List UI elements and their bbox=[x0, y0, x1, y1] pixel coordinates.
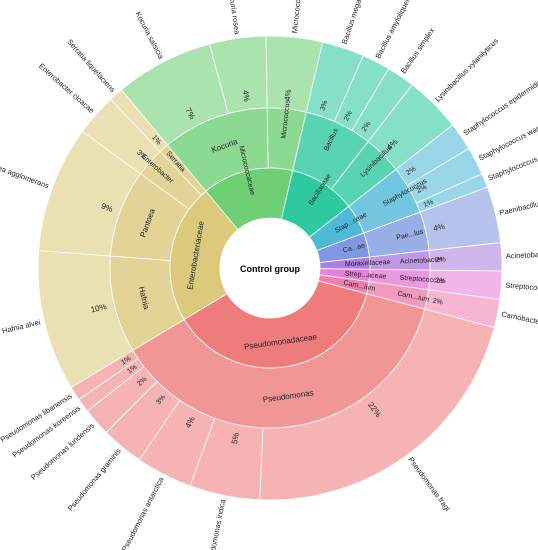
species-pct: 2% bbox=[136, 376, 148, 388]
center-hole bbox=[220, 218, 320, 318]
species-label: Pseudomonas graminis bbox=[66, 446, 123, 512]
species-pct: 9% bbox=[100, 201, 114, 213]
species-pct: 2% bbox=[361, 121, 372, 133]
species-label: Kocuria rosea bbox=[226, 0, 242, 36]
species-label: Acinetobacter baumannii bbox=[505, 248, 538, 261]
family-label: Strep...aceae bbox=[345, 270, 387, 280]
species-label: Bacillus megaterium bbox=[340, 0, 370, 45]
species-label: Lysinibacillus xylanilyticus bbox=[433, 36, 500, 103]
species-label: Pseudomonas antarctica bbox=[120, 475, 166, 550]
species-pct: 2% bbox=[435, 277, 446, 285]
species-pct: 2% bbox=[343, 110, 354, 122]
species-label: Kocuria salsicia bbox=[134, 10, 166, 61]
species-label: Pantoea agglomerans bbox=[0, 157, 50, 191]
genus-label: Streptococcus bbox=[399, 275, 444, 285]
species-label: Staphylococcus warneri bbox=[477, 118, 538, 163]
family-ring bbox=[169, 167, 371, 369]
species-label: Pseudomonas lundensis bbox=[29, 421, 96, 482]
species-pct: 3% bbox=[155, 394, 167, 406]
species-pct: 1% bbox=[126, 364, 138, 376]
species-pct: 1% bbox=[423, 199, 435, 209]
species-pct: 4% bbox=[432, 222, 445, 233]
species-label: Paenibacillus lactis bbox=[498, 194, 538, 217]
species-pct: 2% bbox=[416, 184, 428, 195]
species-label: Pseudomonas fragi bbox=[406, 455, 452, 513]
species-label: Pseudomonas indica bbox=[205, 498, 228, 550]
species-label: Serratia liquefaciens bbox=[65, 37, 117, 94]
species-pct: 3% bbox=[319, 100, 329, 112]
species-pct: 3% bbox=[135, 149, 147, 161]
species-label: Hafnia alvei bbox=[1, 318, 42, 336]
species-pct: 2% bbox=[405, 166, 417, 178]
family-label: Moraxellaceae bbox=[345, 259, 391, 268]
species-pct: 4% bbox=[241, 90, 252, 103]
species-label: Enterobacter cloacae bbox=[37, 61, 96, 115]
species-pct: 1% bbox=[120, 355, 132, 366]
species-label: Micrococcus luteus bbox=[290, 0, 306, 34]
species-label: Streptococcus salivarius bbox=[505, 281, 538, 296]
species-pct: 5% bbox=[230, 432, 241, 445]
species-label: Carnobacterium divergens bbox=[501, 310, 538, 336]
species-pct: 10% bbox=[90, 302, 108, 314]
species-pct: 2% bbox=[432, 298, 443, 307]
chart-title: Control group bbox=[240, 264, 300, 274]
genus-label: Micrococcus bbox=[281, 99, 292, 139]
genus-label: Acinetobacter bbox=[400, 256, 444, 265]
species-label: Bacillus simplex bbox=[399, 26, 437, 75]
species-pct: 2% bbox=[436, 256, 446, 263]
species-pct: 4% bbox=[283, 89, 293, 101]
species-pct: 1% bbox=[150, 134, 162, 146]
